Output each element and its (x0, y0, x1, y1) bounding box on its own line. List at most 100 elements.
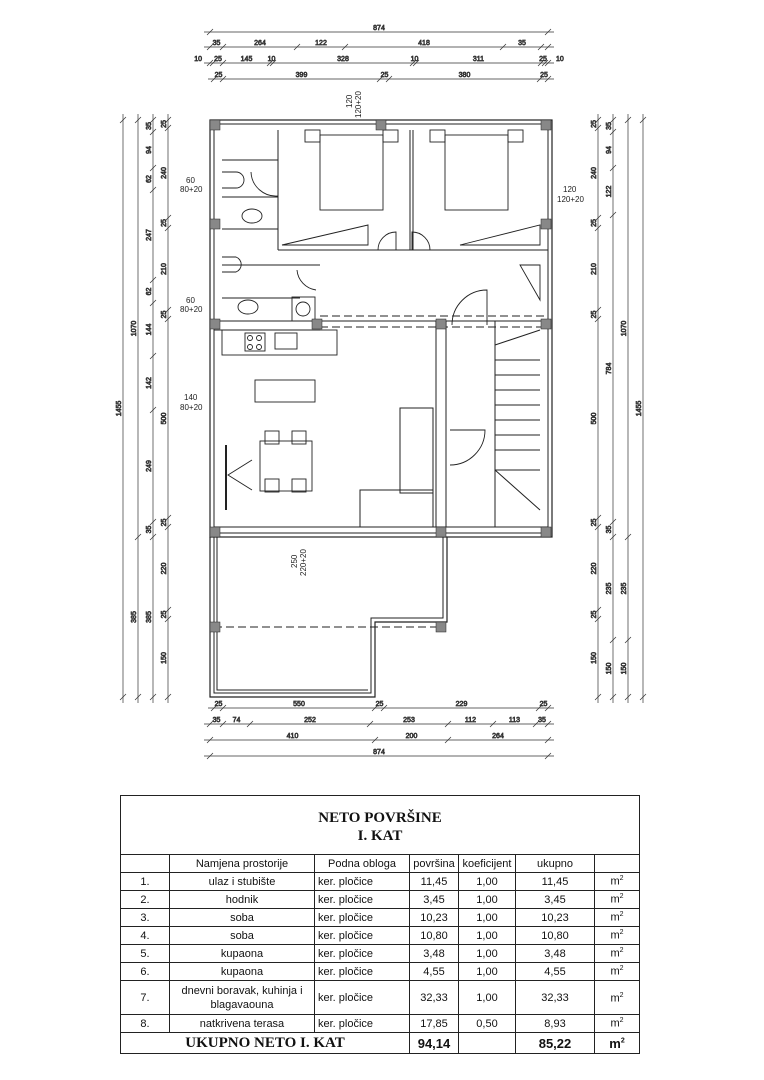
unit: m2 (594, 908, 640, 927)
dimension-label: 94 (146, 146, 153, 154)
dimension-label: 25 (161, 219, 168, 227)
dimension-label: 418 (418, 40, 430, 47)
washing-machine (291, 296, 316, 322)
row-number: 7. (120, 980, 170, 1015)
dimension-label: 500 (161, 413, 168, 425)
dimension-label: 252 (304, 717, 316, 724)
header-room: Namjena prostorije (169, 854, 315, 873)
dimension-label: 240 (161, 167, 168, 179)
unit: m2 (594, 944, 640, 963)
dimension-label: 500 (591, 413, 598, 425)
floor-finish: ker. pločice (314, 1014, 410, 1033)
column (435, 318, 447, 330)
dimension-label: 25 (591, 120, 598, 128)
area: 10,80 (409, 926, 459, 945)
dimension-label: 25 (591, 219, 598, 227)
column (540, 119, 552, 131)
dimension-label: 399 (296, 72, 308, 79)
dimension-label: 25 (215, 701, 223, 708)
window-height: 80+20 (180, 305, 203, 314)
column (209, 218, 221, 230)
window-height: 220+20 (299, 549, 308, 576)
window-width: 140 (184, 393, 198, 402)
room-name: kupaona (169, 944, 315, 963)
window-labels: 120 120+20 60 80+20 60 80+20 140 80+20 1… (180, 91, 584, 576)
floor-finish: ker. pločice (314, 980, 410, 1015)
coefficient: 1,00 (458, 962, 516, 981)
kitchen-island (254, 379, 316, 403)
column (209, 318, 221, 330)
row-number: 3. (120, 908, 170, 927)
row-number: 2. (120, 890, 170, 909)
window-width: 250 (290, 554, 299, 568)
floor-finish: ker. pločice (314, 908, 410, 927)
dimension-label: 410 (287, 733, 299, 740)
net-area: 10,80 (515, 926, 595, 945)
dimension-label: 210 (591, 263, 598, 275)
dimension-label: 35 (606, 526, 613, 534)
coefficient: 1,00 (458, 872, 516, 891)
dimension-label: 784 (606, 363, 613, 375)
dimension-label: 94 (606, 146, 613, 154)
table-title-text: NETO POVRŠINE (318, 810, 442, 826)
area: 3,45 (409, 890, 459, 909)
dimension-label: 62 (146, 288, 153, 296)
column (540, 526, 552, 538)
total-label: UKUPNO NETO I. KAT (120, 1032, 410, 1054)
row-number: 8. (120, 1014, 170, 1033)
net-area: 32,33 (515, 980, 595, 1015)
dimension-label: 25 (591, 611, 598, 619)
dimension-label: 235 (621, 583, 628, 595)
floor-finish: ker. pločice (314, 944, 410, 963)
dimension-label: 210 (161, 263, 168, 275)
row-number: 4. (120, 926, 170, 945)
dimension-label: 249 (146, 460, 153, 472)
columns (209, 119, 552, 633)
window-width: 120 (345, 94, 354, 108)
window-height: 80+20 (180, 185, 203, 194)
header-area: površina (409, 854, 459, 873)
unit: m2 (594, 926, 640, 945)
dimension-label: 247 (146, 229, 153, 241)
total-net: 85,22 (515, 1032, 595, 1054)
window-width: 60 (186, 296, 195, 305)
dimension-label: 35 (146, 122, 153, 130)
header-coef: koeficijent (458, 854, 516, 873)
dimension-label: 74 (233, 717, 241, 724)
column (311, 318, 323, 330)
dimension-label: 35 (213, 40, 221, 47)
dimension-label: 25 (540, 72, 548, 79)
dimension-label: 1455 (636, 401, 643, 417)
room-name: ulaz i stubište (169, 872, 315, 891)
area: 10,23 (409, 908, 459, 927)
furniture (214, 129, 548, 628)
room-name: soba (169, 926, 315, 945)
area: 32,33 (409, 980, 459, 1015)
dimension-label: 550 (293, 701, 305, 708)
net-area: 3,45 (515, 890, 595, 909)
dimension-label: 10 (411, 56, 419, 63)
dimension-label: 142 (146, 377, 153, 389)
column (540, 318, 552, 330)
net-area: 8,93 (515, 1014, 595, 1033)
dimension-label: 25 (539, 56, 547, 63)
dining-table (259, 440, 313, 492)
dimension-label: 10 (556, 56, 564, 63)
room-name: hodnik (169, 890, 315, 909)
dimension-label: 874 (373, 25, 385, 32)
dimension-label: 220 (161, 563, 168, 575)
column (209, 526, 221, 538)
window-height: 120+20 (354, 91, 363, 118)
dimension-label: 25 (591, 519, 598, 527)
dimension-label: 229 (456, 701, 468, 708)
kitchen-counter (221, 329, 338, 356)
column (375, 119, 387, 131)
unit: m2 (594, 1014, 640, 1033)
dimension-label: 10 (194, 56, 202, 63)
dimension-label: 10 (268, 56, 276, 63)
